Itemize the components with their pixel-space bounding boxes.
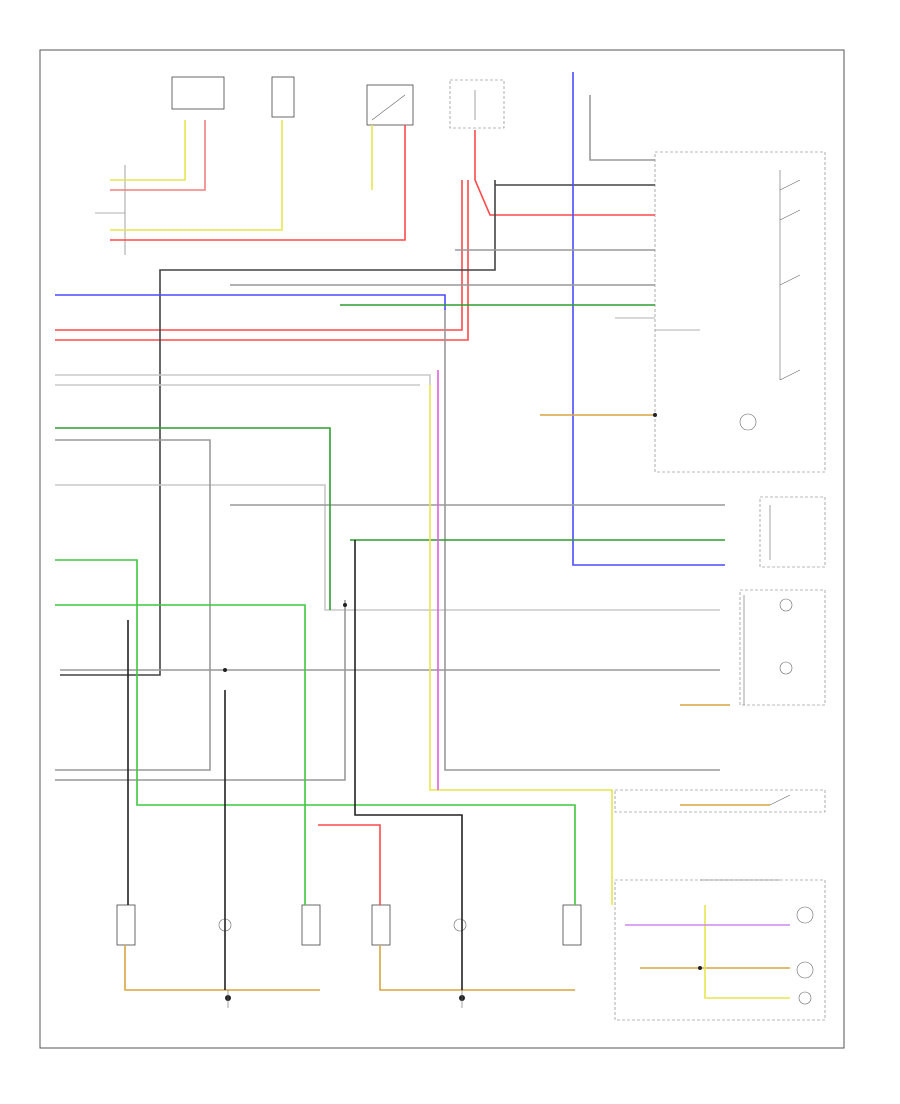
wire-light-gray-c [55,484,720,611]
component-top-box-2 [271,76,295,118]
splice-node-2 [343,603,347,607]
wire-bright-green [55,559,576,905]
lamp-icon-lower [798,991,812,1005]
splice-node-3 [653,413,657,417]
wire-red-a [55,180,463,331]
diagram-frame [39,49,845,1049]
component-top-left-box [171,76,225,110]
left-lamp-icon [779,598,793,612]
wire-yellow-long [429,385,613,905]
lamp-unit-4 [371,904,391,946]
component-switch-contact [371,94,406,121]
wire-blue-right [572,72,725,566]
lower-right-switch-box [614,789,826,813]
module-contact-4 [779,369,801,381]
lamp-unit-5-icon [453,918,467,932]
wire-red-switch [110,125,406,241]
lamp-icon-upper [796,906,814,924]
instrument-cluster-box [739,589,826,706]
wire-tan-ground-right [379,945,575,991]
wire-yellow-lamp [704,905,790,999]
wire-gray-top-right [589,95,655,161]
wire-yellow-top [110,120,186,181]
wire-red-fuse [474,130,655,216]
wire-tan-ground-left [124,945,320,991]
component-switch-box [366,84,414,126]
splice-node-1 [223,668,227,672]
lamp-unit-3 [301,904,321,946]
wire-black-right [354,540,463,990]
lamp-unit-6 [562,904,582,946]
wire-gray-bottom [444,310,720,771]
wire-light-gray-a [55,374,431,385]
wire-blue-left [55,294,446,310]
component-fuse-box [449,79,505,129]
wire-yellow-2 [110,120,283,231]
module-coil-icon [739,413,757,431]
lamp-unit-1 [116,904,136,946]
wire-pink-top [110,120,206,191]
wire-dark-gray-loop [60,180,496,676]
module-contact-1 [779,179,801,191]
control-module-box [654,151,826,473]
wire-green-a [55,427,331,610]
lower-right-lamp-box [614,879,826,1021]
wire-red-lamp [318,824,381,905]
relay-box [759,496,826,568]
module-contact-2 [779,209,801,221]
splice-node-4 [698,966,702,970]
right-lamp-icon [779,661,793,675]
wire-red-b [55,180,469,341]
module-contact-3 [779,274,801,286]
wire-gray-lower-left [55,600,346,781]
lower-right-switch-contact [769,794,791,806]
wire-bright-green-b [55,604,306,905]
lamp-icon-middle [796,961,814,979]
